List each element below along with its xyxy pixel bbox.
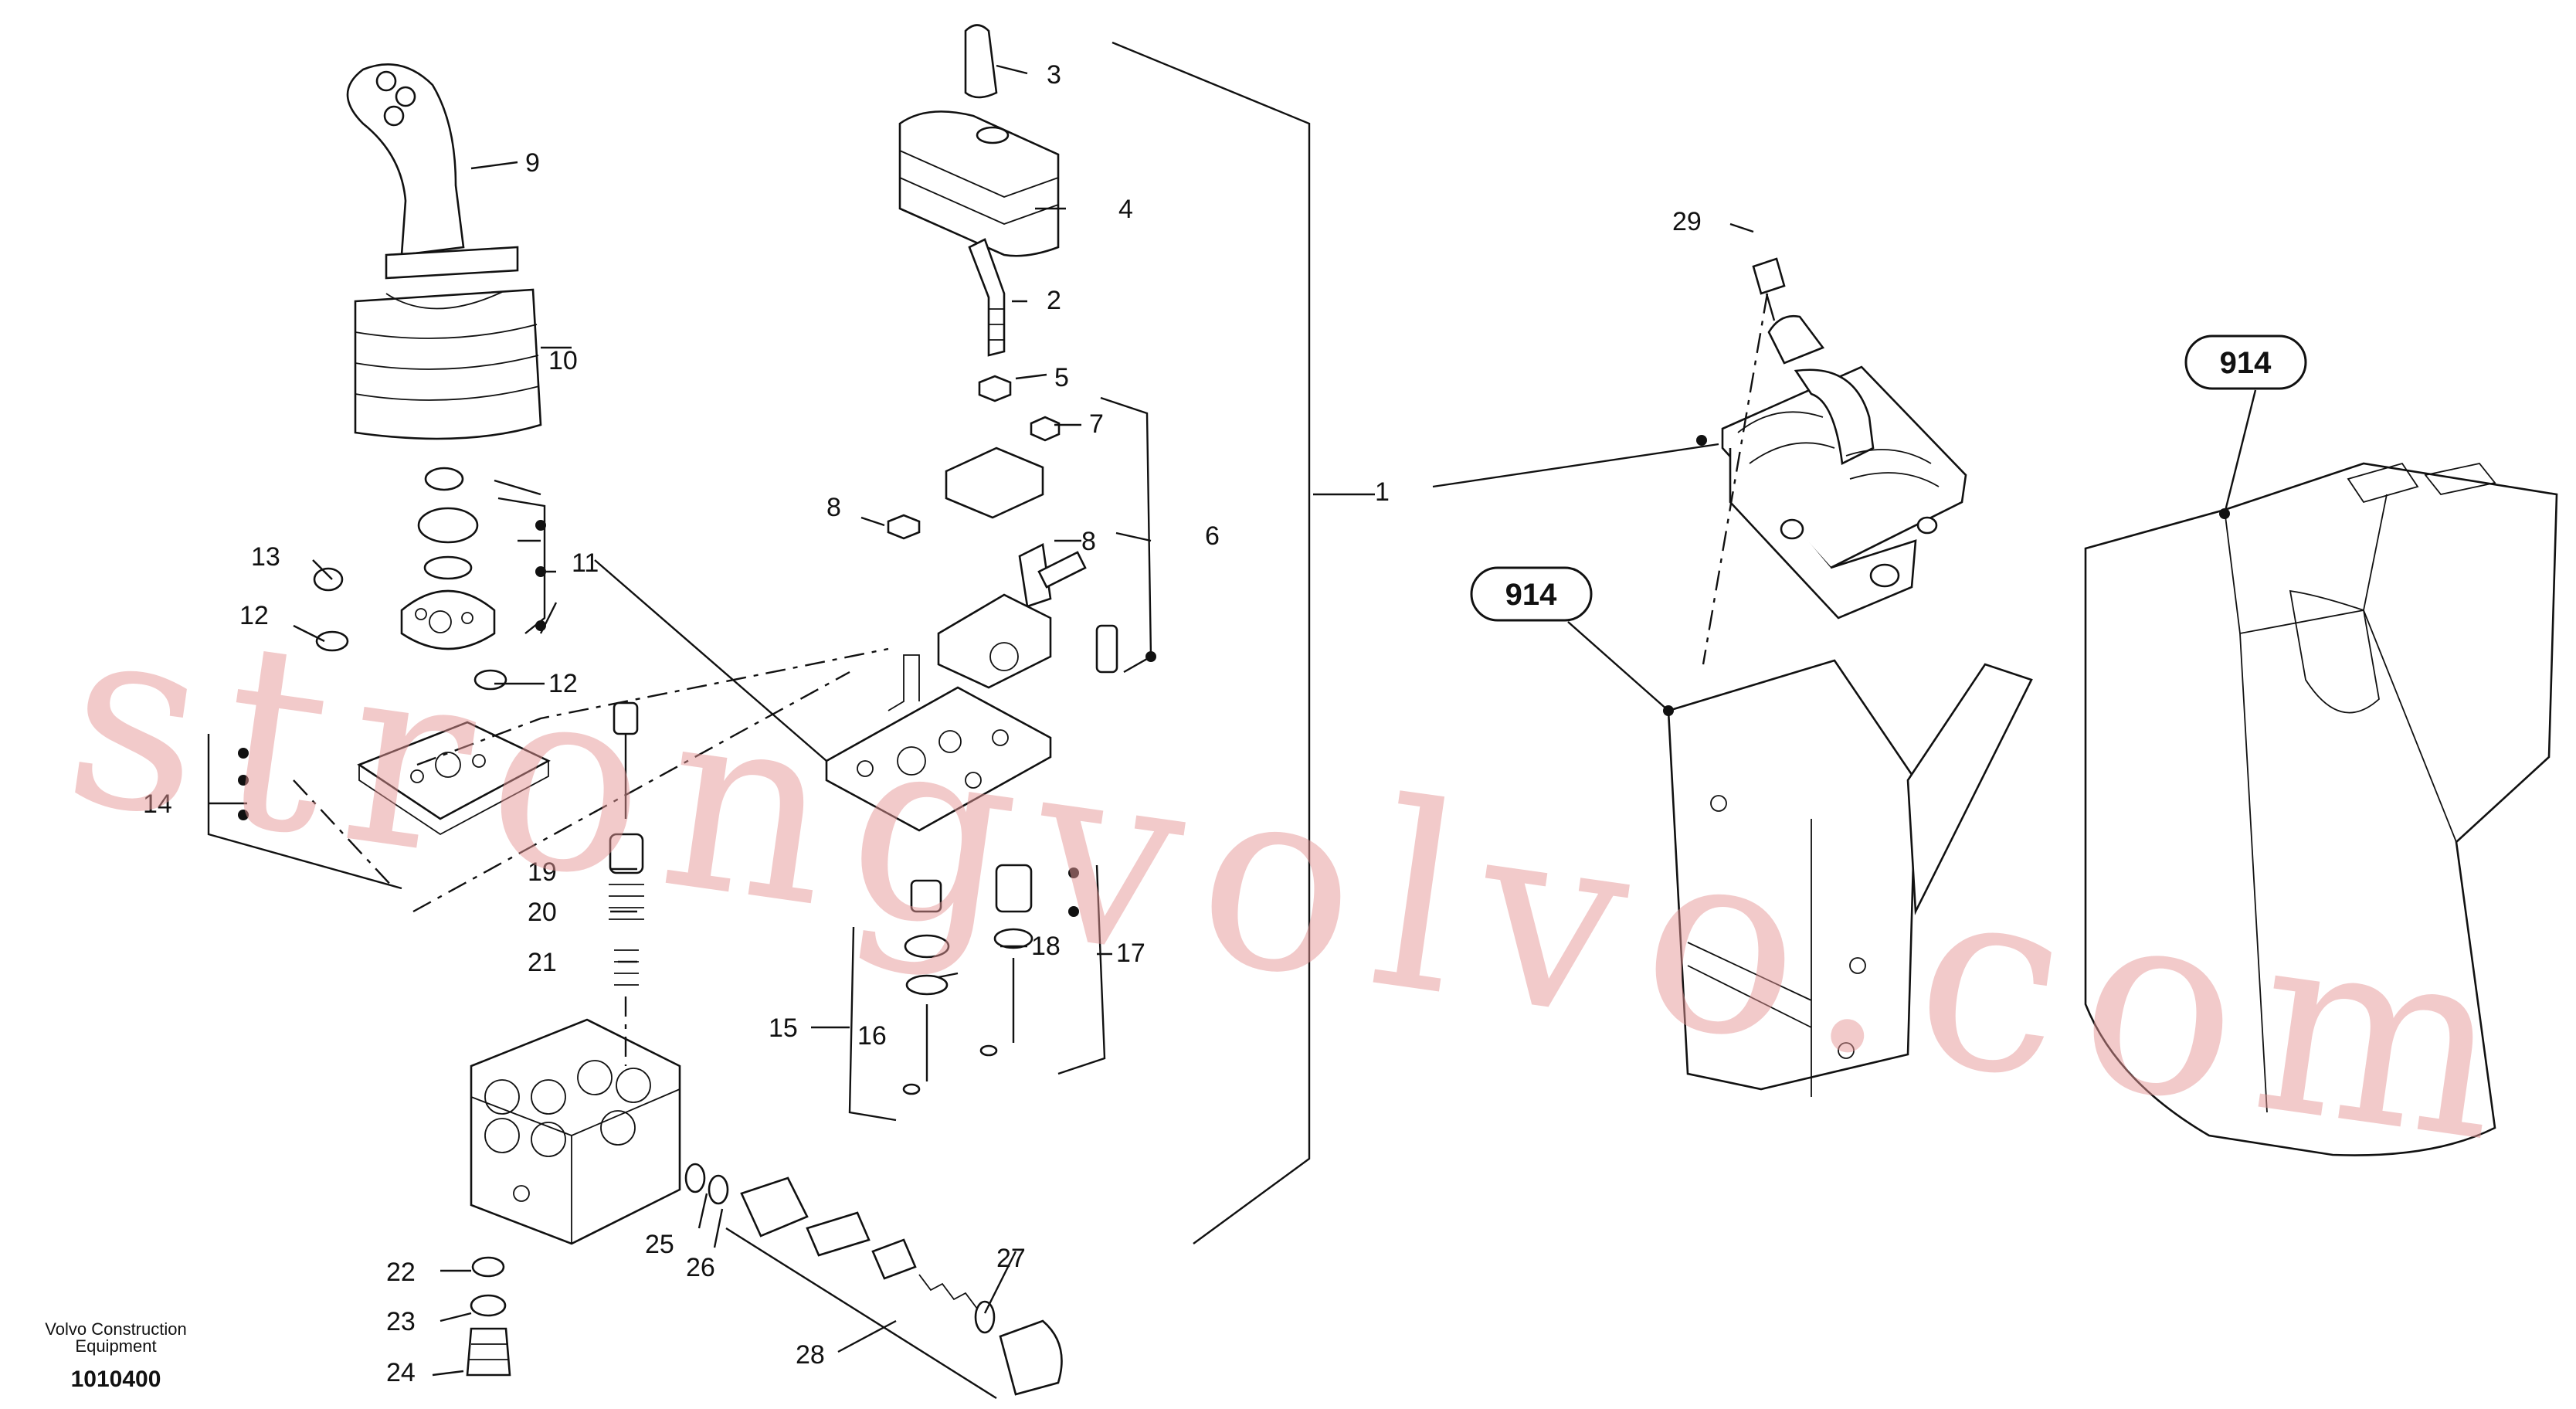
label-13: 13 — [251, 542, 280, 572]
label-5: 5 — [1054, 363, 1069, 392]
label-26: 26 — [686, 1253, 715, 1282]
label-28: 28 — [796, 1340, 825, 1370]
label-4: 4 — [1118, 195, 1133, 224]
joystick-handle-part-9 — [346, 63, 519, 280]
left-hardware-stack — [313, 467, 507, 691]
side-cartridge-parts-22-28 — [466, 1163, 1063, 1396]
lever-knob-part-3 — [964, 24, 998, 99]
left-base-plate-part-14 — [357, 721, 551, 836]
label-21: 21 — [528, 948, 557, 977]
label-10: 10 — [548, 346, 578, 375]
callout-badge-914-console: 914 — [2184, 334, 2307, 390]
label-16: 16 — [857, 1021, 887, 1051]
svg-text:Volvo Construction: Volvo Construction — [45, 1319, 186, 1339]
label-19: 19 — [528, 857, 557, 887]
svg-text:914: 914 — [1505, 578, 1557, 612]
label-8a: 8 — [826, 493, 841, 522]
figure-number: 1010400 — [71, 1367, 161, 1392]
callout-badge-914-bracket: 914 — [1470, 566, 1593, 622]
boot-part-4 — [898, 110, 1060, 257]
label-9: 9 — [525, 148, 540, 178]
lever-shaft-part-2 — [968, 238, 1012, 402]
label-29: 29 — [1672, 207, 1702, 236]
label-11: 11 — [572, 548, 599, 578]
label-1: 1 — [1375, 477, 1390, 507]
label-27: 27 — [996, 1244, 1026, 1273]
label-23: 23 — [386, 1307, 416, 1336]
reference-dots — [238, 435, 2230, 917]
label-7: 7 — [1089, 409, 1104, 439]
label-6: 6 — [1205, 521, 1220, 551]
label-24: 24 — [386, 1358, 416, 1387]
console-cover-part-914 — [2084, 462, 2558, 1156]
label-12b: 12 — [548, 669, 578, 698]
label-15: 15 — [769, 1013, 798, 1043]
control-unit-assembly — [1721, 257, 1967, 620]
label-14: 14 — [143, 789, 172, 819]
plunger-subassembly-parts-15-18 — [902, 864, 1033, 1095]
svg-text:914: 914 — [2220, 346, 2272, 380]
mounting-bracket-part-914 — [1666, 659, 2033, 1097]
label-2: 2 — [1047, 286, 1061, 315]
label-3: 3 — [1047, 60, 1061, 90]
center-top-plate — [825, 654, 1052, 832]
lever-mount-parts-5-8 — [887, 416, 1118, 689]
label-22: 22 — [386, 1258, 416, 1287]
label-25: 25 — [645, 1230, 674, 1259]
rubber-boot-part-10 — [354, 288, 542, 440]
svg-text:Equipment: Equipment — [75, 1336, 156, 1356]
label-8b: 8 — [1081, 527, 1096, 556]
part-number-labels: 1 2 3 4 5 6 7 8 8 9 10 11 12 12 13 14 15… — [143, 60, 1702, 1387]
label-18: 18 — [1031, 932, 1061, 961]
pilot-valve-body — [470, 1018, 681, 1245]
publisher-footer: Volvo Construction Equipment 1010400 — [45, 1319, 186, 1392]
label-12a: 12 — [239, 601, 269, 630]
spool-stack-parts-19-21 — [609, 701, 644, 1066]
label-20: 20 — [528, 898, 557, 927]
label-17: 17 — [1116, 939, 1145, 968]
